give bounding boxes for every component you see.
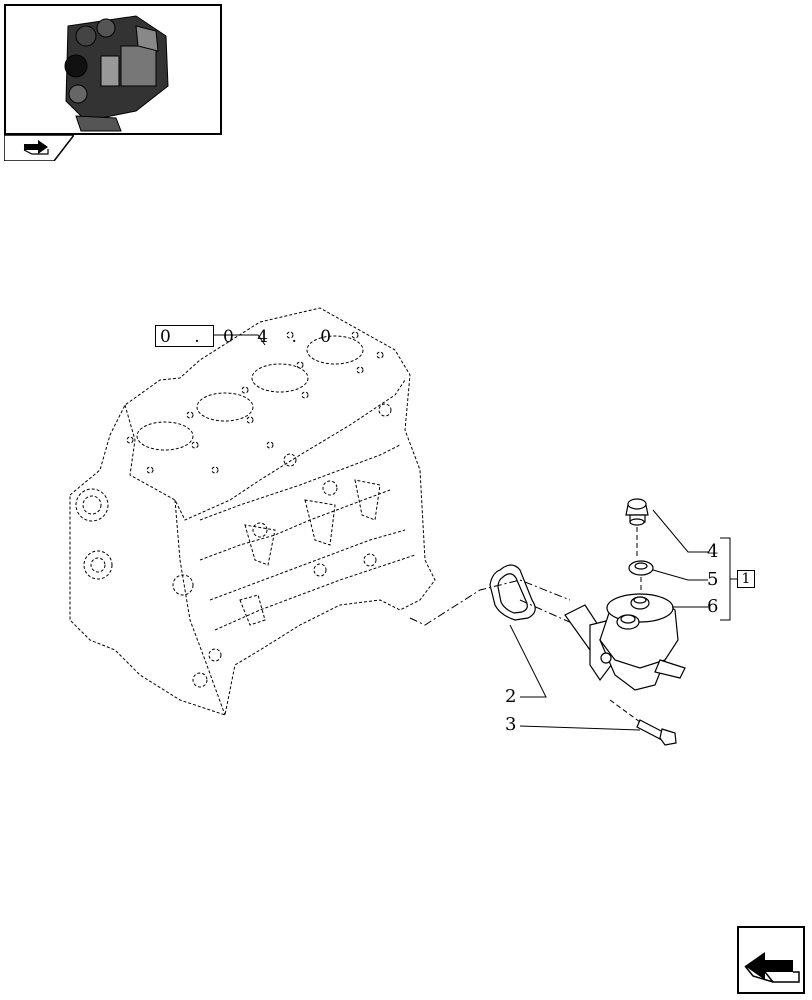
fuel-pump-part-6[interactable]: [564, 593, 686, 691]
section-arrow-icon: [23, 140, 49, 155]
callout-leaders: [214, 334, 737, 731]
group-reference-box: 1: [737, 570, 755, 588]
section-tab[interactable]: [3, 134, 76, 162]
assembly-reference-label: 0 . 0 4 . 0: [160, 327, 341, 347]
previous-page-arrow-icon: [737, 926, 805, 994]
engine-block-drawing: [69, 307, 436, 716]
bolt-part-3[interactable]: [636, 719, 677, 746]
callout-4: 4: [707, 541, 719, 562]
callout-3: 3: [505, 714, 517, 735]
fitting-part-4[interactable]: [625, 498, 649, 526]
gasket-part-2[interactable]: [489, 564, 536, 621]
callout-5: 5: [707, 569, 719, 590]
washer-part-5[interactable]: [628, 560, 654, 576]
previous-page-button[interactable]: [737, 926, 805, 994]
engine-icon: [64, 15, 169, 132]
callout-2: 2: [505, 686, 517, 707]
callout-6: 6: [707, 596, 719, 617]
assembly-reference-box: [155, 325, 214, 347]
engine-thumbnail-frame: [4, 4, 222, 135]
